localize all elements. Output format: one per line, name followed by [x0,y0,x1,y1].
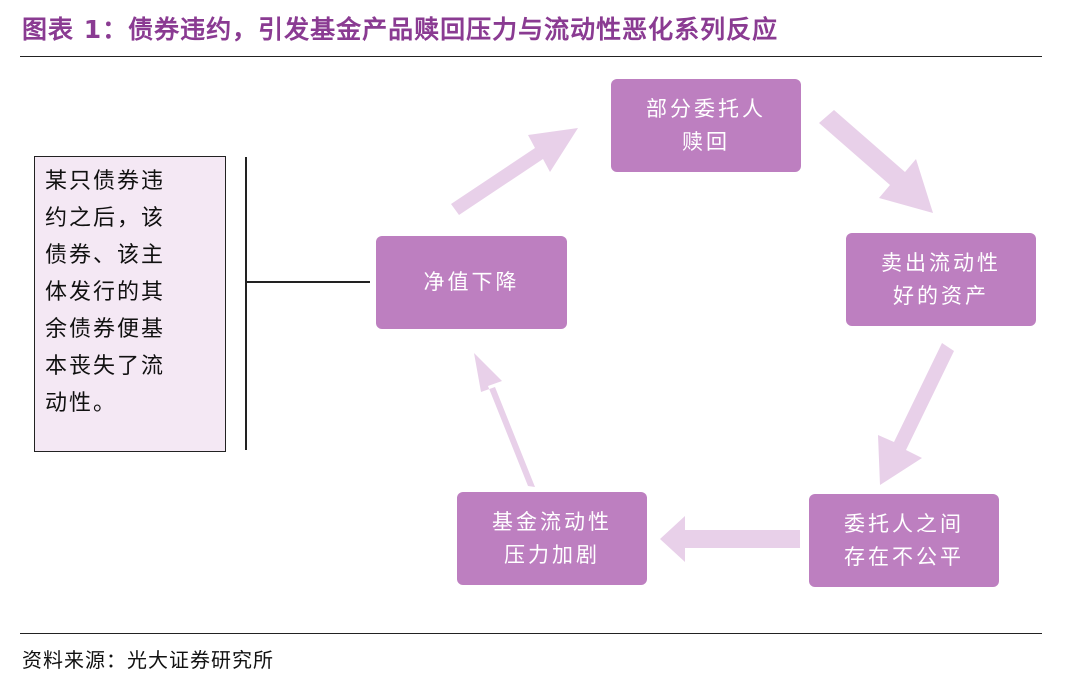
node-text: 委托人之间 [844,511,964,536]
arrow-unfair-to-liquidity [660,516,800,562]
note-line: 约之后，该 [45,206,166,231]
arrow-redeem-to-sell [819,110,933,213]
node-text: 卖出流动性 [881,250,1001,275]
node-unfairness-among-clients: 委托人之间 存在不公平 [809,494,999,587]
note-line: 体发行的其 [45,280,166,305]
node-text: 赎回 [682,129,730,154]
node-text: 净值下降 [423,270,520,294]
arrow-sell-to-unfair [878,343,954,485]
node-partial-redemption: 部分委托人 赎回 [611,79,801,172]
note-box: 某只债券违 约之后，该 债券、该主 体发行的其 余债券便基 本丧失了流 动性。 [34,156,226,452]
arrow-nav-to-redeem [451,128,578,215]
source-divider [20,633,1042,634]
note-line: 余债券便基 [45,317,166,342]
note-line: 动性。 [45,391,118,416]
node-text: 基金流动性 [492,509,612,534]
node-nav-decline: 净值下降 [376,236,567,329]
node-text: 存在不公平 [844,544,964,569]
arrow-liquidity-to-nav [474,353,535,487]
node-text: 压力加剧 [504,542,600,567]
note-line: 债券、该主 [45,243,166,268]
node-text: 好的资产 [893,283,989,308]
node-fund-liquidity-pressure: 基金流动性 压力加剧 [457,492,647,585]
note-line: 某只债券违 [45,169,166,194]
note-line: 本丧失了流 [45,354,166,379]
figure-title: 图表 1：债券违约，引发基金产品赎回压力与流动性恶化系列反应 [22,15,779,44]
title-divider [20,56,1042,57]
source-note: 资料来源：光大证券研究所 [22,648,274,672]
bracket-connector-line [246,281,370,283]
node-text: 部分委托人 [646,96,766,121]
bracket-vertical-line [245,157,247,450]
node-sell-liquid-assets: 卖出流动性 好的资产 [846,233,1036,326]
